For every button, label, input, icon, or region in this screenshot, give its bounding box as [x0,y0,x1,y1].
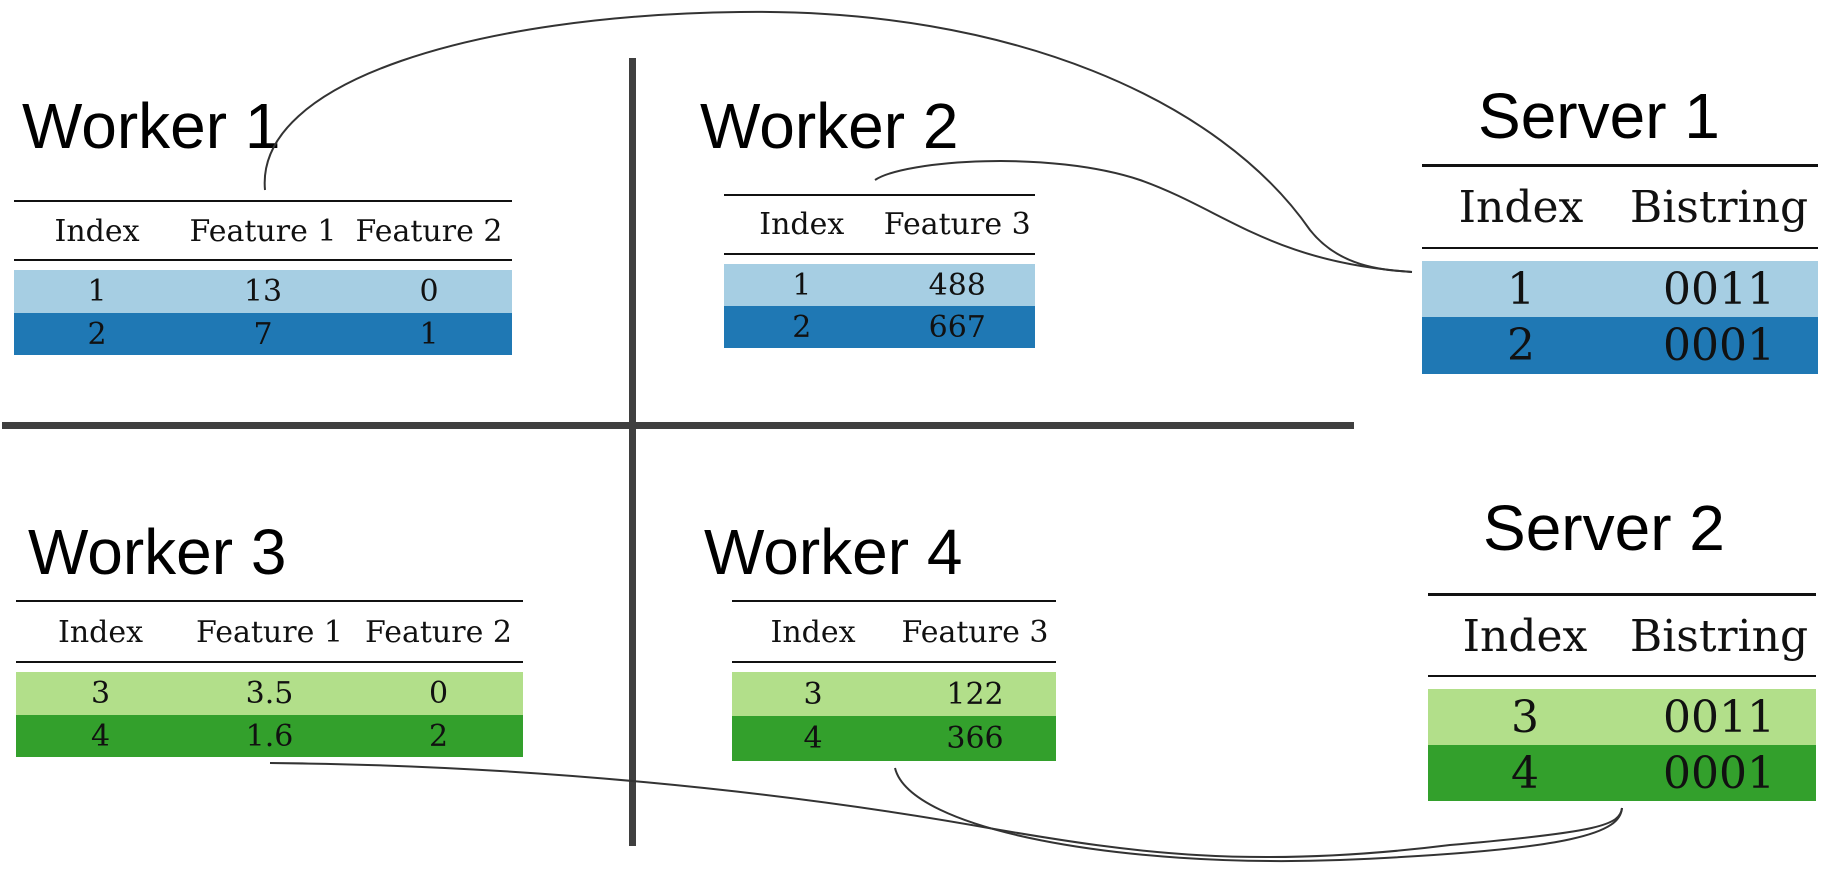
worker-1-title: Worker 1 [22,90,281,162]
table-cell: 2 [87,316,107,352]
table-header-rule [1428,675,1816,677]
table-top-rule [724,194,1035,196]
table-cell: 1 [87,274,107,309]
worker-3-title: Worker 3 [28,516,287,588]
table-cell: 3 [90,676,111,711]
table-cell: 1 [792,267,812,303]
column-header: Index [57,614,144,650]
server-1-table: Index Bistring 1 0011 2 0001 [1422,164,1818,374]
column-header: Feature 3 [901,614,1049,650]
column-header: Index [1458,182,1584,233]
table-row: 1 0011 [1422,261,1818,317]
table-row: 3 122 [732,672,1056,716]
table-row: 2 0001 [1422,317,1818,374]
server-1-title: Server 1 [1478,80,1720,152]
column-header: Feature 2 [355,213,503,249]
table-cell: 3 [803,676,823,712]
table-row: 1 488 [724,264,1035,306]
column-header: Feature 1 [189,213,337,249]
horizontal-divider [2,422,1354,429]
table-top-rule [14,200,512,202]
server-2-table: Index Bistring 3 0011 4 0001 [1428,593,1816,801]
table-top-rule [16,600,523,602]
table-cell: 0 [419,274,439,309]
table-top-rule [1428,593,1816,596]
column-header: Index [1462,610,1588,662]
table-cell: 13 [243,274,283,309]
table-top-rule [732,600,1056,602]
table-cell: 366 [946,721,1004,756]
table-header: Index Feature 1 Feature 2 [16,604,523,660]
table-row: 3 0011 [1428,689,1816,745]
table-row: 2 7 1 [14,313,512,355]
table-cell: 0001 [1663,747,1775,799]
table-cell: 122 [946,676,1004,712]
table-header-rule [16,661,523,663]
vertical-divider [629,58,636,846]
worker-2-title: Worker 2 [700,90,959,162]
column-header: Index [770,614,856,650]
table-cell: 3 [1511,691,1539,743]
table-header: Index Feature 3 [732,604,1056,660]
column-header: Index [54,213,140,249]
column-header: Feature 3 [883,207,1031,242]
worker-2-table: Index Feature 3 1 488 2 667 [724,194,1035,348]
table-header: Index Bistring [1422,168,1818,247]
table-cell: 0001 [1663,320,1775,371]
table-cell: 3.5 [245,676,294,711]
table-cell: 2 [1507,320,1535,371]
table-row: 1 13 0 [14,270,512,313]
table-cell: 2 [792,309,812,345]
table-cell: 4 [803,721,823,756]
table-cell: 4 [1511,747,1539,799]
table-cell: 488 [928,267,986,303]
table-cell: 4 [90,718,111,754]
column-header: Feature 2 [365,614,512,650]
table-header: Index Feature 3 [724,198,1035,251]
column-header: Index [759,207,845,242]
column-header: Bistring [1629,610,1809,662]
table-cell: 667 [928,309,986,345]
worker-1-table: Index Feature 1 Feature 2 1 13 0 2 7 1 [14,200,512,355]
table-top-rule [1422,164,1818,167]
table-cell: 0 [428,676,449,711]
table-row: 2 667 [724,306,1035,348]
worker-4-title: Worker 4 [704,516,963,588]
table-header-rule [14,259,512,261]
table-cell: 2 [428,718,449,754]
table-cell: 1 [1507,263,1535,315]
connector-worker3-server2 [269,762,1623,859]
table-header-rule [732,661,1056,663]
worker-4-table: Index Feature 3 3 122 4 366 [732,600,1056,761]
column-header: Feature 1 [196,614,343,650]
table-header: Index Feature 1 Feature 2 [14,204,512,258]
table-cell: 1.6 [245,718,294,754]
server-2-title: Server 2 [1483,492,1725,564]
table-cell: 0011 [1663,263,1775,315]
column-header: Bistring [1629,182,1809,233]
table-cell: 7 [253,316,273,352]
table-row: 4 366 [732,716,1056,761]
table-cell: 1 [419,316,439,352]
table-cell: 0011 [1663,691,1775,743]
table-header-rule [724,253,1035,255]
table-row: 4 0001 [1428,745,1816,801]
table-header: Index Bistring [1428,597,1816,675]
table-header-rule [1422,247,1818,249]
